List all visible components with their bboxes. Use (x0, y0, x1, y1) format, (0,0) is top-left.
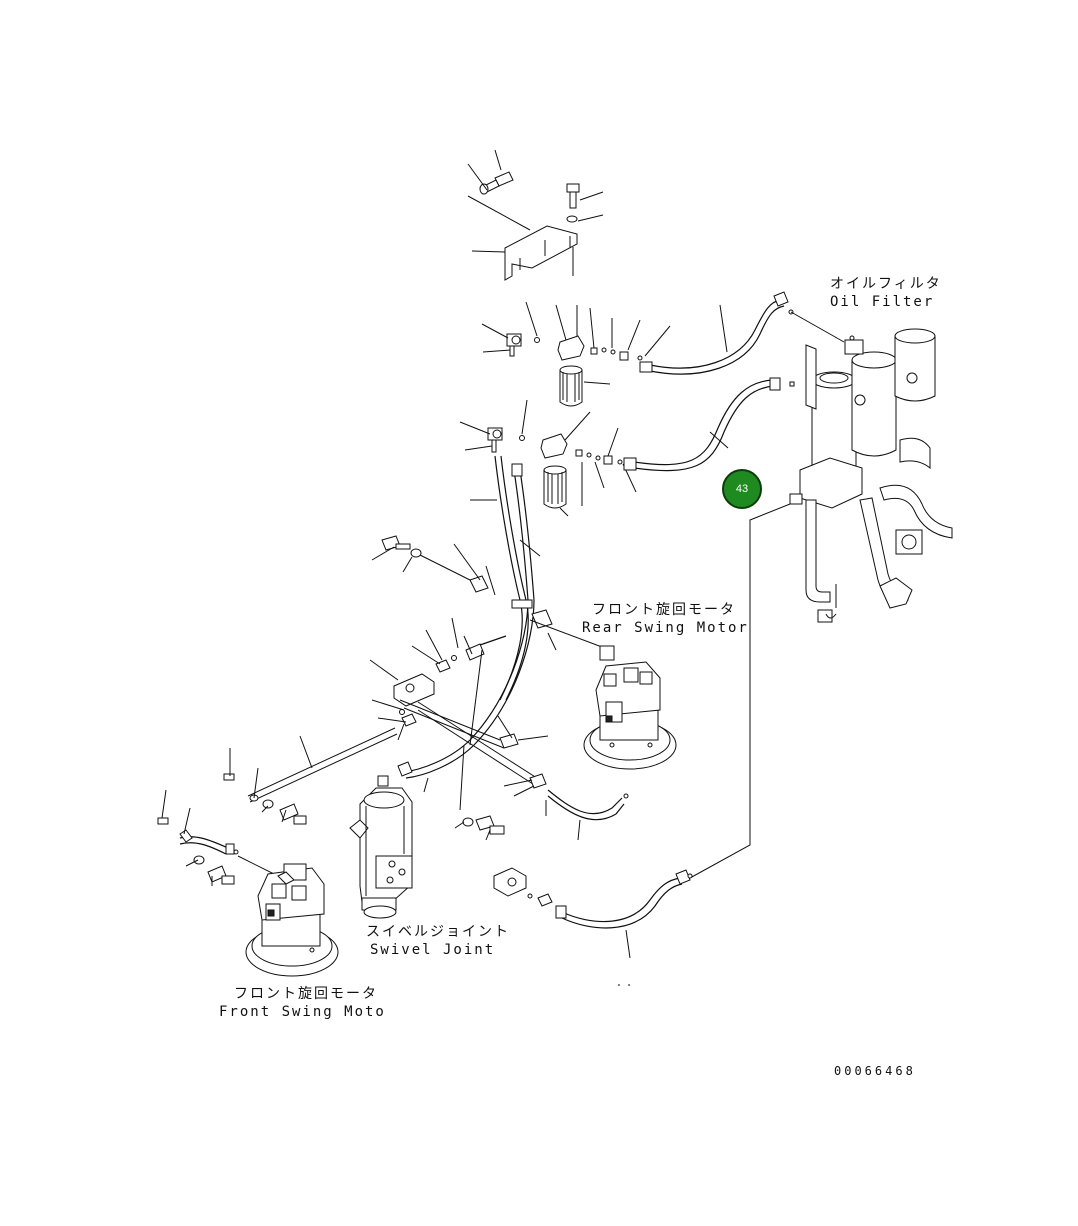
document-number: 00066468 (834, 1064, 916, 1078)
oil-filter-assembly (789, 328, 953, 623)
lower-hose-assembly (493, 867, 693, 986)
hoses-upper (623, 291, 845, 472)
upper-filter-head (481, 301, 671, 407)
oil-filter-label-en: Oil Filter (830, 294, 935, 310)
swivel-bolts (454, 815, 505, 841)
rear-swing-motor (583, 645, 677, 770)
lower-filter-head (459, 399, 637, 517)
swivel-joint (349, 775, 413, 919)
left-pipe (157, 727, 398, 886)
swivel-joint-label-en: Swivel Joint (370, 942, 496, 958)
swivel-joint-label-jp: スイベルジョイント (366, 924, 510, 940)
pilot-hoses (371, 455, 611, 779)
long-leader-line (689, 503, 791, 879)
front-swing-motor-label-jp: フロント旋回モータ (234, 986, 378, 1002)
oil-filter-label-jp: オイルフィルタ (830, 276, 942, 292)
swivel-piping (369, 617, 629, 841)
rear-swing-motor-label-en: Rear Swing Motor (582, 620, 749, 636)
front-swing-motor (245, 863, 339, 977)
bracket-assembly (467, 149, 604, 281)
front-swing-motor-label-en: Front Swing Moto (219, 1004, 386, 1020)
callout-badge-43[interactable]: 43 (722, 469, 762, 509)
rear-swing-motor-label-jp: フロント旋回モータ (592, 602, 736, 618)
